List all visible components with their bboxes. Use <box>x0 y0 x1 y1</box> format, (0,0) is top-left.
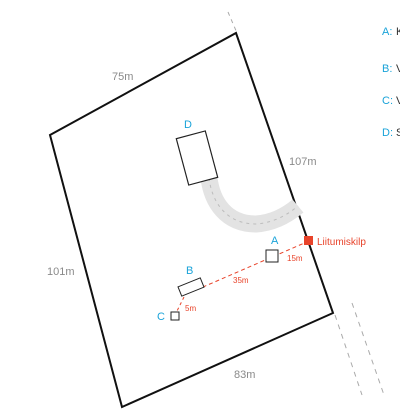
neighbor-boundary-top <box>227 11 238 34</box>
legend-text-a: K <box>396 26 400 38</box>
side-bottom-label: 83m <box>234 369 255 381</box>
building-b-label: B <box>186 265 193 277</box>
legend-text-d: S <box>396 127 400 139</box>
side-top-label: 75m <box>112 71 133 83</box>
legend-letter-b: B: <box>382 63 392 75</box>
connection-box <box>304 236 313 245</box>
connection-line <box>202 240 310 288</box>
building-b <box>177 277 205 297</box>
legend-letter-a: A: <box>382 26 392 38</box>
neighbor-boundary-right-2 <box>351 302 385 396</box>
side-left-label: 101m <box>47 266 75 278</box>
building-a <box>265 249 279 263</box>
legend-text-b: V <box>396 63 400 75</box>
distance-c-label: 5m <box>185 304 196 313</box>
plot-boundary <box>48 31 335 409</box>
building-d-label: D <box>184 119 192 131</box>
distance-a-label: 15m <box>287 254 303 263</box>
building-c-label: C <box>157 311 165 323</box>
connection-line-c <box>175 296 185 314</box>
legend-letter-c: C: <box>382 95 393 107</box>
driveway-centerline <box>208 177 299 225</box>
side-right-label: 107m <box>289 156 317 168</box>
building-a-label: A <box>271 235 279 247</box>
legend: A: K B: V C: V D: S <box>382 26 400 139</box>
building-d <box>175 130 219 186</box>
distance-b-label: 35m <box>233 276 249 285</box>
building-c <box>170 311 180 321</box>
legend-letter-d: D: <box>382 127 393 139</box>
neighbor-boundary-right-1 <box>334 314 363 396</box>
connection-box-label: Liitumiskilp <box>317 237 366 248</box>
legend-text-c: V <box>396 95 400 107</box>
